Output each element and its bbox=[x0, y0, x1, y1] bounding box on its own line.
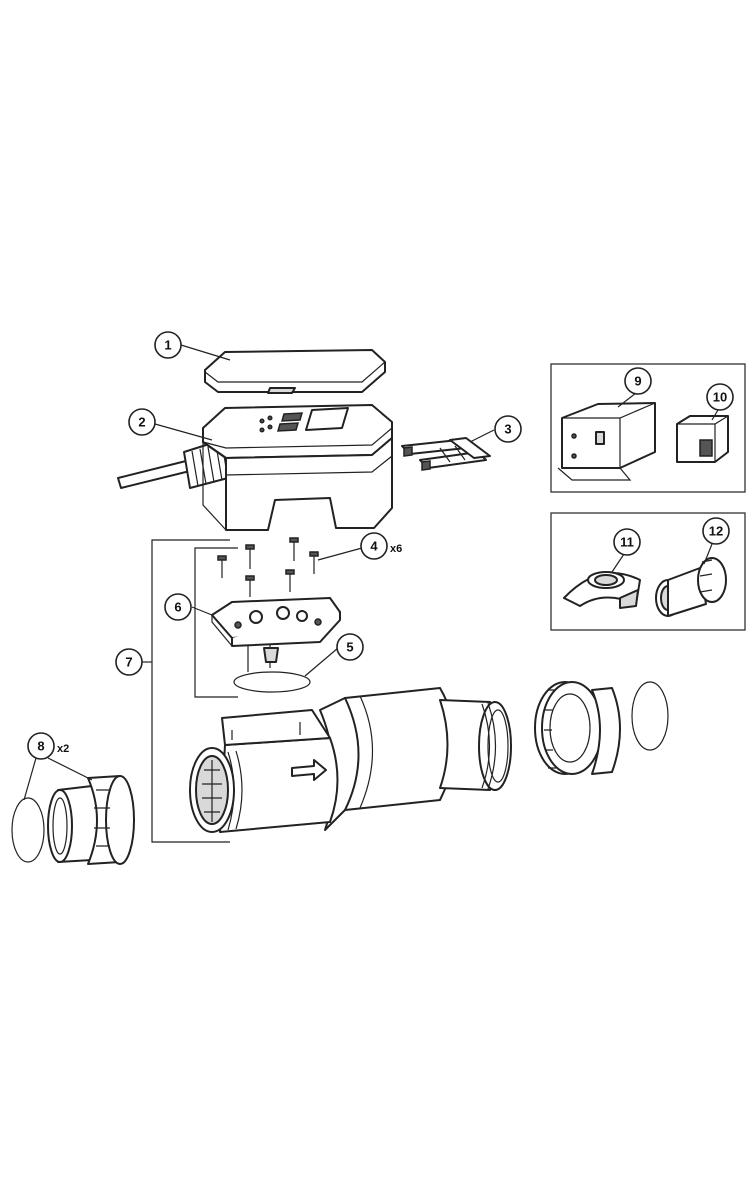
svg-text:8: 8 bbox=[37, 739, 44, 754]
svg-text:9: 9 bbox=[634, 374, 641, 389]
callout-2: 2 bbox=[128, 408, 156, 436]
callout-8-qty: x2 bbox=[57, 743, 69, 755]
svg-text:7: 7 bbox=[125, 655, 132, 670]
svg-text:1: 1 bbox=[164, 338, 171, 353]
callout-3: 3 bbox=[494, 415, 522, 443]
part-2-control-housing bbox=[117, 404, 393, 531]
svg-text:6: 6 bbox=[174, 600, 181, 615]
part-6-electrode-cap bbox=[211, 597, 341, 672]
callout-4-qty: x6 bbox=[390, 543, 402, 555]
callout-9: 9 bbox=[624, 367, 652, 395]
svg-text:3: 3 bbox=[504, 422, 511, 437]
callout-10: 10 bbox=[706, 383, 734, 411]
svg-text:4: 4 bbox=[370, 539, 378, 554]
svg-text:2: 2 bbox=[138, 415, 145, 430]
part-9-power-supply bbox=[557, 402, 656, 481]
part-8-union-set bbox=[11, 775, 135, 865]
bracket-6 bbox=[194, 547, 238, 698]
callout-7: 7 bbox=[115, 648, 143, 676]
svg-text:10: 10 bbox=[713, 390, 727, 405]
leader-lines bbox=[23, 344, 719, 801]
part-10-module bbox=[676, 415, 729, 463]
part-12-fitting bbox=[655, 557, 727, 617]
svg-text:12: 12 bbox=[709, 524, 723, 539]
svg-text:5: 5 bbox=[346, 640, 353, 655]
callout-6: 6 bbox=[164, 593, 192, 621]
part-3-connector-bracket bbox=[401, 437, 491, 471]
part-1-lid bbox=[204, 349, 386, 394]
part-4-screws bbox=[217, 537, 319, 597]
callout-8: 8 x2 bbox=[27, 732, 69, 760]
bracket-7 bbox=[151, 539, 230, 843]
callout-11: 11 bbox=[613, 528, 641, 556]
part-5-o-ring bbox=[233, 671, 311, 693]
callout-4: 4 x6 bbox=[360, 532, 402, 560]
part-11-saddle-clamp bbox=[563, 571, 641, 609]
right-union-nut bbox=[534, 681, 621, 775]
part-7-cell-body bbox=[189, 687, 512, 833]
callout-1: 1 bbox=[154, 331, 182, 359]
right-o-ring bbox=[631, 681, 669, 751]
callout-5: 5 bbox=[336, 633, 364, 661]
callout-12: 12 bbox=[702, 517, 730, 545]
svg-text:11: 11 bbox=[620, 535, 634, 550]
